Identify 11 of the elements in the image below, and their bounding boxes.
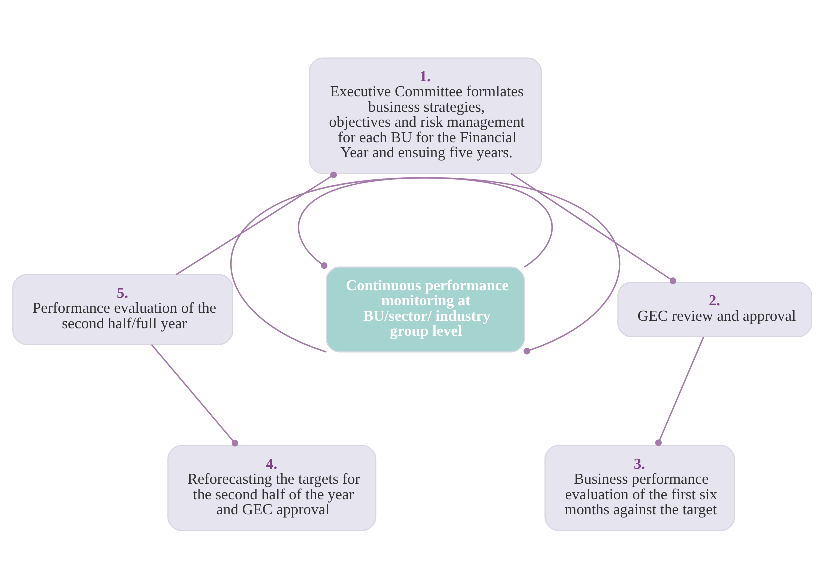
connector [298,176,553,269]
node-box: 3. Business performance evaluation of the first six months against the target [544,444,736,531]
connector [176,171,338,275]
node-box: Continuous performance monitoring at BU/sector/ industry group level [326,266,526,352]
node-box: 4. Reforecasting the targets for the second half of the year and GEC approval [168,444,377,531]
connector [151,344,239,446]
connector [510,172,677,284]
node-box: 5. Performance evaluation of the second half/full year [12,274,234,345]
node-box: 1. Executive Committee formlates business strategies, objectives and risk management for each BU for the Financial Year and ensuing five years. [309,57,542,174]
connector [655,336,704,446]
node-box: 2. GEC review and approval [618,281,812,337]
